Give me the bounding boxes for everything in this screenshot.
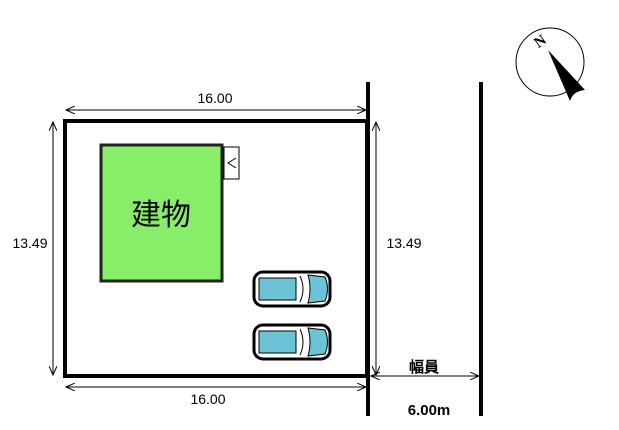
road-width-label: 6.00m [408,402,451,419]
car-icon [252,270,332,308]
compass: N [515,27,585,101]
road-label: 幅員 [409,358,439,376]
entrance-marker [223,146,240,180]
dimension-right-label: 13.49 [386,235,421,251]
building [99,143,224,283]
compass-arrow-icon [548,50,585,101]
dimension-top-label: 16.00 [197,90,232,106]
building-label: 建物 [131,198,191,233]
car-icon [252,323,332,361]
dimension-left-label: 13.49 [12,235,47,251]
dimension-bottom-label: 16.00 [190,391,225,407]
